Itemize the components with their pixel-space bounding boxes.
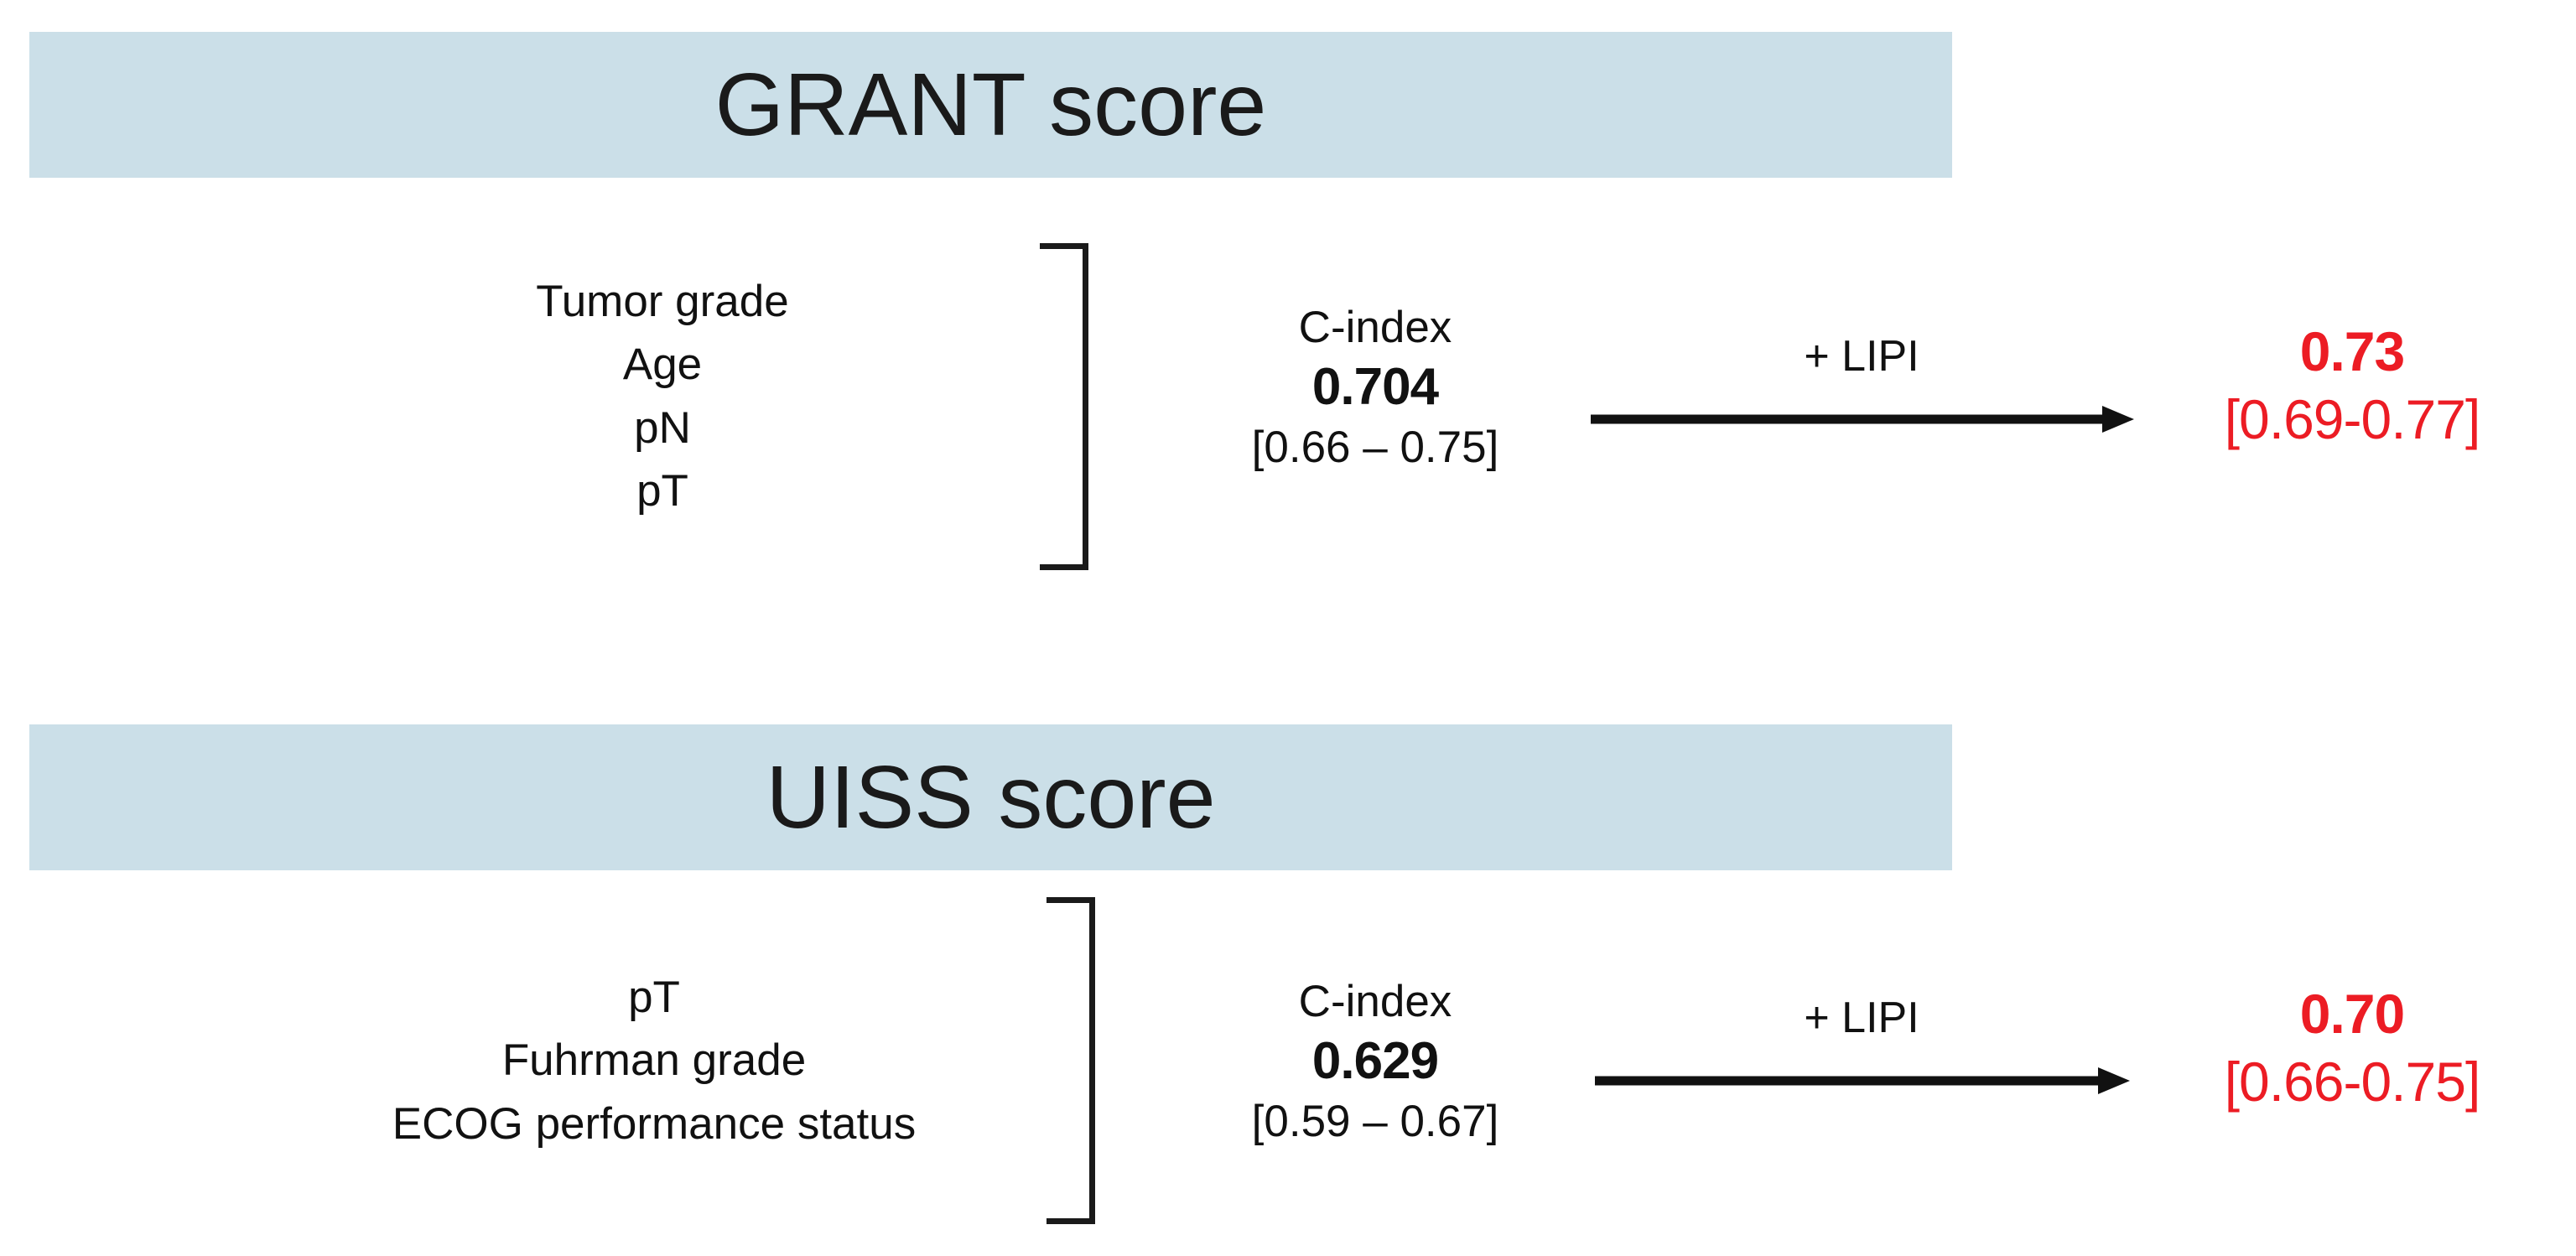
- cindex-value: 0.704: [1311, 358, 1439, 417]
- grouping-bracket-grant: [1040, 243, 1088, 570]
- section-banner-uiss: UISS score: [29, 724, 1952, 870]
- section-title-grant: GRANT score: [714, 55, 1267, 154]
- right-arrow-icon: [1595, 1067, 2130, 1094]
- transition-arrow-uiss: + LIPI: [1593, 993, 2130, 1118]
- result-value: 0.73: [2299, 320, 2405, 382]
- cindex-block-grant: C-index 0.704 [0.66 – 0.75]: [1157, 300, 1593, 477]
- factor-list-grant: Tumor grade Age pN pT: [285, 270, 1040, 522]
- result-block-grant: 0.73 [0.69-0.77]: [2155, 319, 2549, 454]
- factor-item: pN: [634, 402, 691, 453]
- cindex-label: C-index: [1298, 977, 1452, 1026]
- cindex-label: C-index: [1298, 303, 1452, 352]
- cindex-value: 0.629: [1311, 1032, 1439, 1091]
- factor-item: pT: [636, 465, 688, 516]
- factor-item: Fuhrman grade: [501, 1035, 807, 1086]
- result-confidence-interval: [0.69-0.77]: [2224, 388, 2481, 451]
- result-block-uiss: 0.70 [0.66-0.75]: [2155, 981, 2549, 1117]
- transition-arrow-grant: + LIPI: [1589, 331, 2134, 457]
- cindex-confidence-interval: [0.59 – 0.67]: [1251, 1096, 1499, 1146]
- section-banner-grant: GRANT score: [29, 32, 1952, 178]
- grouping-bracket-uiss: [1046, 897, 1095, 1224]
- factor-item: pT: [628, 973, 680, 1022]
- right-arrow-icon: [1591, 406, 2134, 433]
- result-confidence-interval: [0.66-0.75]: [2224, 1051, 2481, 1113]
- section-title-uiss: UISS score: [766, 748, 1216, 847]
- arrow-label: + LIPI: [1804, 332, 1919, 381]
- factor-item: Age: [622, 340, 703, 390]
- cindex-block-uiss: C-index 0.629 [0.59 – 0.67]: [1157, 974, 1593, 1151]
- result-value: 0.70: [2299, 983, 2405, 1045]
- section-body-uiss: pT Fuhrman grade ECOG performance status…: [0, 890, 2576, 1243]
- cindex-confidence-interval: [0.66 – 0.75]: [1251, 422, 1499, 472]
- arrow-label: + LIPI: [1804, 994, 1919, 1042]
- factor-list-uiss: pT Fuhrman grade ECOG performance status: [235, 966, 1073, 1155]
- factor-item: ECOG performance status: [392, 1098, 917, 1149]
- factor-item: Tumor grade: [536, 277, 789, 326]
- section-body-grant: Tumor grade Age pN pT C-index 0.704 [0.6…: [0, 235, 2576, 587]
